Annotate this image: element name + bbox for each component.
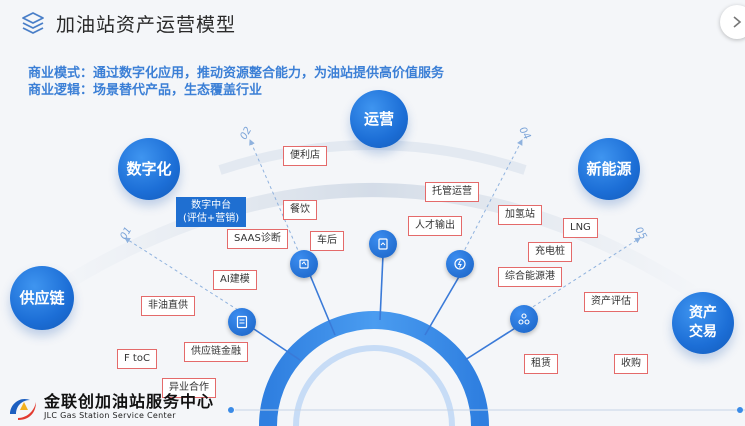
pillar-supply-chain-label: 供应链: [19, 288, 65, 307]
digital-platform-box: 数字中台 (评估+营销): [176, 197, 247, 227]
chevron-icon: [733, 16, 742, 28]
tag-ai-modeling: AI建模: [213, 270, 257, 290]
tag-hosted-operation: 托管运营: [425, 182, 479, 202]
operation-node: [369, 230, 397, 258]
tag-lng: LNG: [563, 218, 598, 238]
pillar-new-energy-label: 新能源: [586, 159, 632, 178]
tag-convenience-store: 便利店: [283, 146, 327, 166]
tag-talent-output: 人才输出: [408, 216, 462, 236]
pillar-asset-trading: 资产 交易: [672, 292, 734, 354]
pillar-operation: 运营: [350, 90, 408, 148]
guide-02: [249, 139, 301, 256]
pillar-operation-label: 运营: [363, 109, 394, 128]
pillar-new-energy: 新能源: [578, 138, 640, 200]
tag-f-toc: F toC: [117, 349, 157, 369]
tag-asset-evaluation: 资产评估: [584, 292, 638, 312]
spoke-5: [464, 324, 521, 361]
brand-logo-icon: [10, 398, 36, 420]
guide-01: [124, 237, 239, 311]
page-title: 加油站资产运营模型: [56, 13, 237, 36]
supply-chain-node: [228, 308, 256, 336]
guide-04: [461, 139, 523, 256]
business-model-line: 商业模式：通过数字化应用，推动资源整合能力，为油站提供高价值服务: [28, 66, 445, 81]
tag-catering: 餐饮: [283, 200, 317, 220]
pillar-asset-trading-label: 资产 交易: [689, 305, 717, 340]
clipboard-icon: [378, 238, 388, 250]
digital-node: [290, 250, 318, 278]
pillar-digital: 数字化: [118, 138, 180, 200]
header: 加油站资产运营模型: [20, 8, 236, 38]
new-energy-node: [446, 250, 474, 278]
network-icon: [518, 313, 530, 325]
tag-integrated-energy-port: 综合能源港: [498, 267, 562, 287]
spoke-4: [424, 274, 461, 336]
baseline-dot-left: [228, 407, 234, 413]
layers-icon: [22, 12, 44, 34]
tag-leasing: 租赁: [524, 354, 558, 374]
document-icon: [236, 315, 248, 329]
brand-name: 金联创加油站服务中心: [44, 392, 215, 411]
brand-subtitle: JLC Gas Station Service Center: [44, 411, 176, 420]
tag-non-oil-direct: 非油直供: [141, 296, 195, 316]
spoke-3: [379, 254, 384, 321]
pillar-supply-chain: 供应链: [10, 266, 74, 330]
energy-icon: [454, 258, 466, 270]
pillar-digital-label: 数字化: [126, 159, 172, 178]
tag-acquisition: 收购: [614, 354, 648, 374]
outer-arc: [36, 183, 709, 306]
chip-icon: [299, 259, 309, 269]
guide-05: [527, 237, 641, 311]
tag-supply-chain-finance: 供应链金融: [184, 342, 248, 362]
corner-button[interactable]: [720, 5, 745, 39]
tag-cross-industry: 异业合作: [162, 378, 216, 398]
main-arc: [259, 311, 489, 426]
top-light-arc: [218, 140, 527, 175]
tag-saas: SAAS诊断: [227, 229, 288, 249]
main-arc-inner: [293, 345, 455, 426]
tag-hydrogen-station: 加氢站: [498, 205, 542, 225]
asset-trading-node: [510, 305, 538, 333]
business-logic-line: 商业逻辑：场景替代产品，生态覆盖行业: [28, 83, 263, 98]
tag-charging-pile: 充电桩: [528, 242, 572, 262]
tag-car-service: 车后: [310, 231, 344, 251]
footer-brand: 金联创加油站服务中心 JLC Gas Station Service Cente…: [6, 392, 214, 422]
baseline-dot-right: [737, 407, 743, 413]
spoke-1: [247, 324, 301, 361]
spoke-2: [309, 274, 336, 336]
